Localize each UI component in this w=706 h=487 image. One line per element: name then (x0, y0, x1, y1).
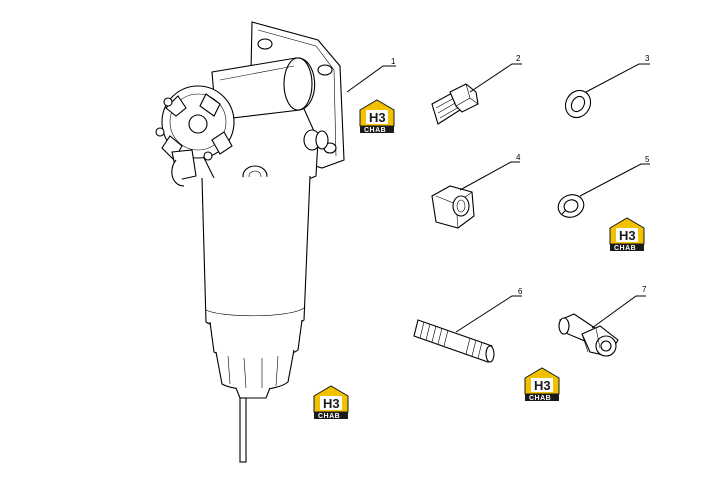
fuel-filter-assembly (155, 21, 345, 463)
callout-3: 3 (645, 54, 650, 63)
callout-4: 4 (516, 153, 521, 162)
leader-line-6 (455, 295, 522, 333)
nut (431, 185, 475, 229)
watermark-caption: CHAB (318, 413, 340, 420)
watermark-caption: CHAB (529, 395, 551, 402)
watermark-logo: H3 CHAB (359, 99, 395, 134)
bolt (431, 83, 479, 125)
watermark-logo-text: H3 (619, 228, 636, 243)
watermark-caption: CHAB (364, 127, 386, 134)
callout-2: 2 (516, 54, 521, 63)
watermark-logo-text: H3 (323, 396, 340, 411)
callout-7: 7 (642, 285, 647, 294)
watermark-logo: H3 CHAB (524, 367, 560, 402)
banjo-bolt (558, 313, 619, 357)
washer (564, 89, 592, 119)
watermark-caption: CHAB (614, 245, 636, 252)
callout-5: 5 (645, 155, 650, 164)
leader-line-1 (346, 65, 396, 93)
leader-line-4 (459, 161, 520, 191)
lock-washer (557, 194, 585, 218)
watermark-logo: H3 CHAB (609, 217, 645, 252)
callout-6: 6 (518, 287, 523, 296)
watermark-logo: H3 CHAB (313, 385, 349, 420)
watermark-logo-text: H3 (534, 378, 551, 393)
callout-1: 1 (391, 57, 396, 66)
leader-line-3 (585, 63, 650, 93)
leader-line-7 (591, 295, 646, 329)
leader-line-2 (469, 63, 522, 93)
watermark-logo-text: H3 (369, 110, 386, 125)
stud (413, 319, 495, 363)
leader-line-5 (579, 163, 650, 197)
